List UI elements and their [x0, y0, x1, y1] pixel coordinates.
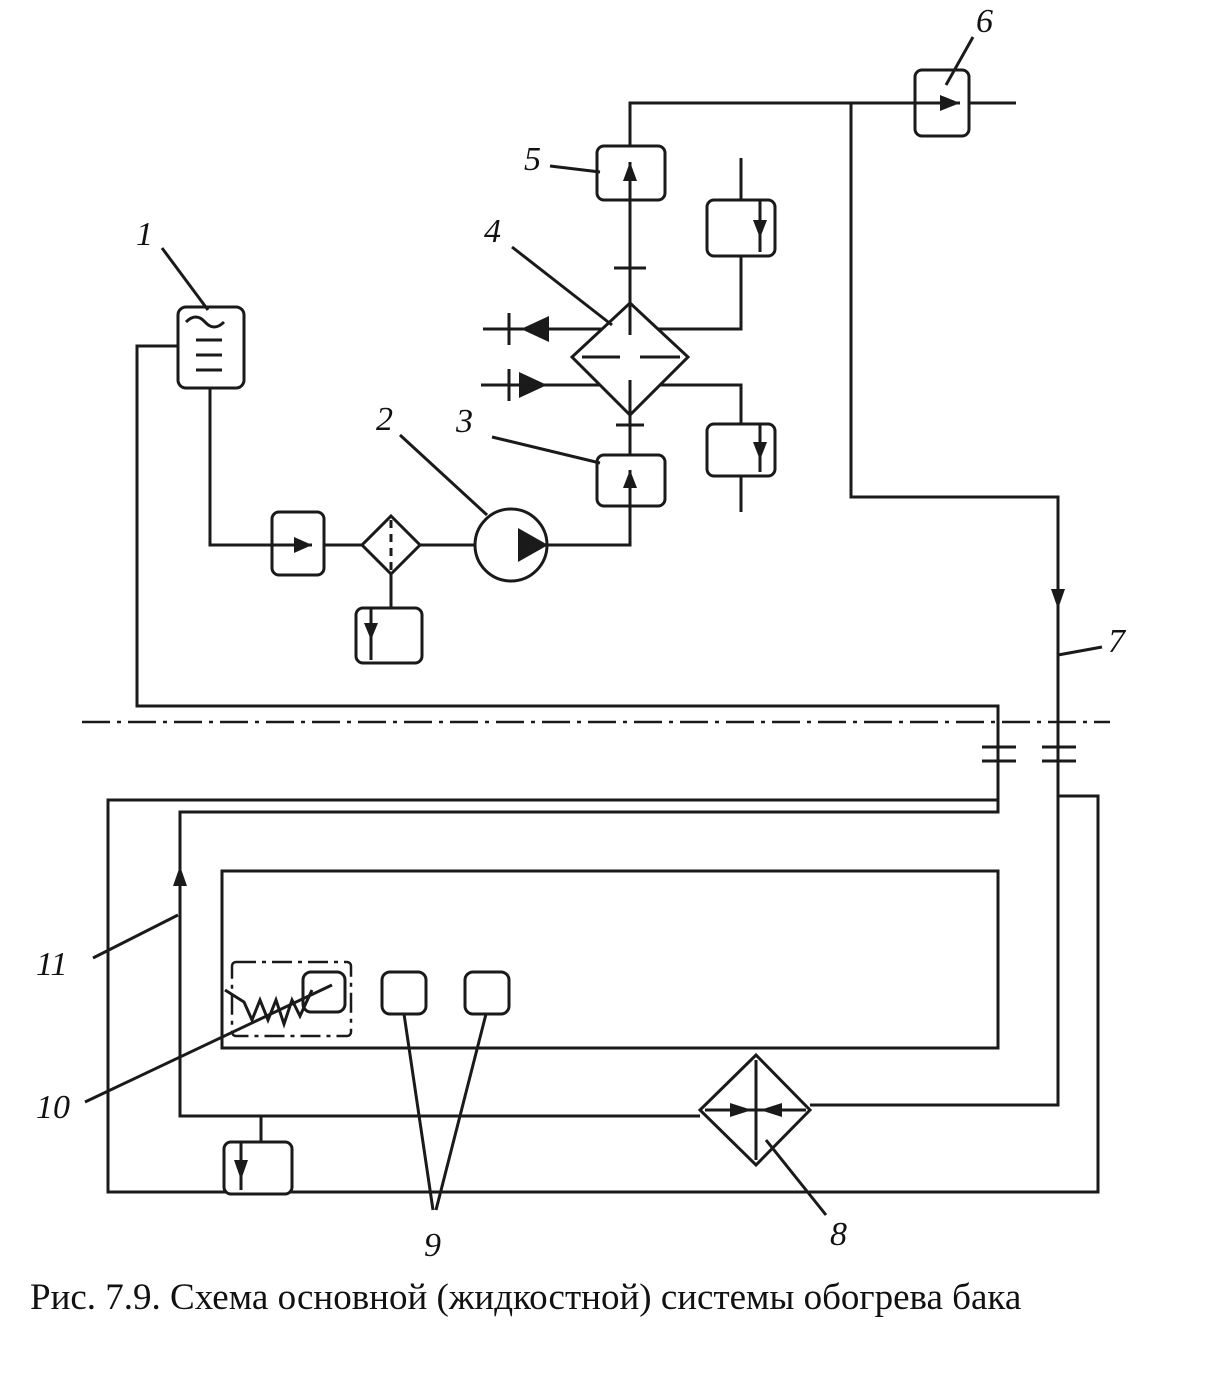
- label-5: 5: [524, 141, 541, 178]
- label-2: 2: [376, 401, 393, 438]
- label-3: 3: [455, 403, 473, 440]
- flange-marks: [507, 266, 1076, 763]
- leader-lines: [84, 36, 1103, 1216]
- sensors-9: [380, 970, 511, 1016]
- tank-inner-body: [220, 869, 1000, 1050]
- flow-arrows: [173, 589, 1065, 886]
- tank-1: [176, 305, 246, 390]
- label-1: 1: [136, 216, 153, 253]
- drain-valve-bottom: [222, 1140, 294, 1196]
- valve-upper-right: [705, 198, 777, 258]
- filter-drain-valve: [354, 606, 424, 665]
- label-6: 6: [976, 3, 993, 40]
- valve-5: [595, 144, 667, 202]
- valve-lower-right: [705, 422, 777, 478]
- pump-2: [473, 507, 549, 583]
- heat-exchanger-8: [697, 1052, 813, 1168]
- filter: [359, 513, 423, 577]
- heater-element-10: [224, 960, 353, 1038]
- label-7: 7: [1108, 623, 1127, 660]
- heat-exchanger-4: [519, 300, 691, 418]
- label-11: 11: [36, 946, 67, 983]
- valve-6: [913, 68, 971, 138]
- label-8: 8: [830, 1216, 847, 1253]
- label-10: 10: [36, 1089, 70, 1126]
- label-4: 4: [484, 213, 501, 250]
- figure-caption: Рис. 7.9. Схема основной (жидкостной) си…: [30, 1277, 1022, 1318]
- check-valve-inlet: [270, 510, 326, 577]
- label-9: 9: [424, 1227, 441, 1264]
- valve-3: [595, 453, 667, 508]
